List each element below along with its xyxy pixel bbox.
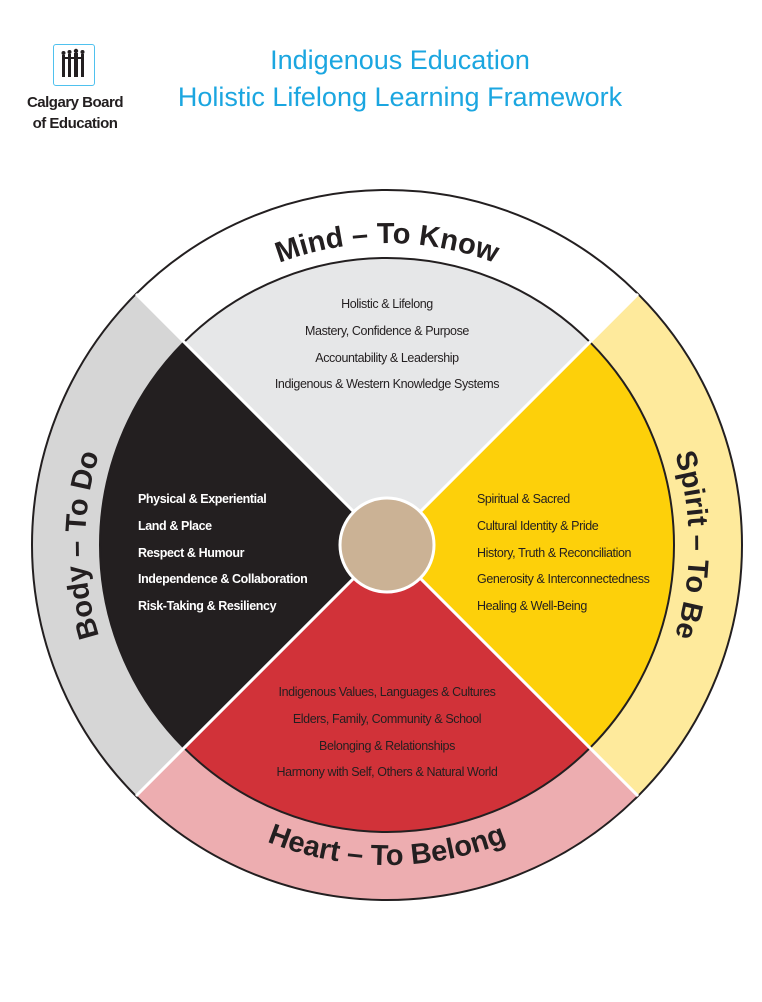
heart-items: Indigenous Values, Languages & Cultures … — [187, 679, 587, 786]
people-figures-icon — [61, 48, 85, 77]
quadrant-spirit — [387, 342, 675, 748]
mind-items: Holistic & Lifelong Mastery, Confidence … — [187, 291, 587, 398]
list-item: Land & Place — [138, 518, 212, 533]
quadrant-body — [99, 342, 387, 748]
center-circle — [338, 496, 436, 594]
body-items: Physical & Experiential Land & Place Res… — [138, 486, 308, 620]
spirit-items: Spiritual & Sacred Cultural Identity & P… — [477, 486, 650, 620]
list-item: Physical & Experiential — [138, 492, 267, 506]
list-item: Belonging & Relationships — [319, 738, 455, 753]
logo — [53, 44, 95, 86]
list-item: Harmony with Self, Others & Natural Worl… — [276, 765, 498, 780]
list-item: Spiritual & Sacred — [477, 492, 570, 506]
list-item: Accountability & Leadership — [315, 350, 459, 365]
list-item: Cultural Identity & Pride — [477, 518, 599, 533]
list-item: Indigenous & Western Knowledge Systems — [274, 377, 500, 392]
list-item: Indigenous Values, Languages & Cultures — [278, 685, 496, 699]
list-item: Healing & Well-Being — [477, 599, 587, 614]
list-item: Respect & Humour — [138, 545, 245, 560]
quadrant-heart — [184, 545, 590, 833]
logo-text: Calgary Board — [26, 94, 124, 111]
list-item: History, Truth & Reconciliation — [477, 545, 632, 560]
list-item: Holistic & Lifelong — [341, 297, 433, 311]
page-subtitle: Holistic Lifelong Learning Framework — [177, 82, 623, 112]
list-item: Risk-Taking & Resiliency — [138, 599, 277, 614]
list-item: Mastery, Confidence & Purpose — [305, 323, 469, 338]
list-item: Elders, Family, Community & School — [292, 711, 482, 726]
quadrant-mind — [184, 257, 590, 545]
list-item: Independence & Collaboration — [138, 572, 308, 587]
list-item: Generosity & Interconnectedness — [477, 572, 650, 587]
page-title: Indigenous Education — [270, 45, 530, 75]
logo-text: of Education — [32, 115, 118, 132]
